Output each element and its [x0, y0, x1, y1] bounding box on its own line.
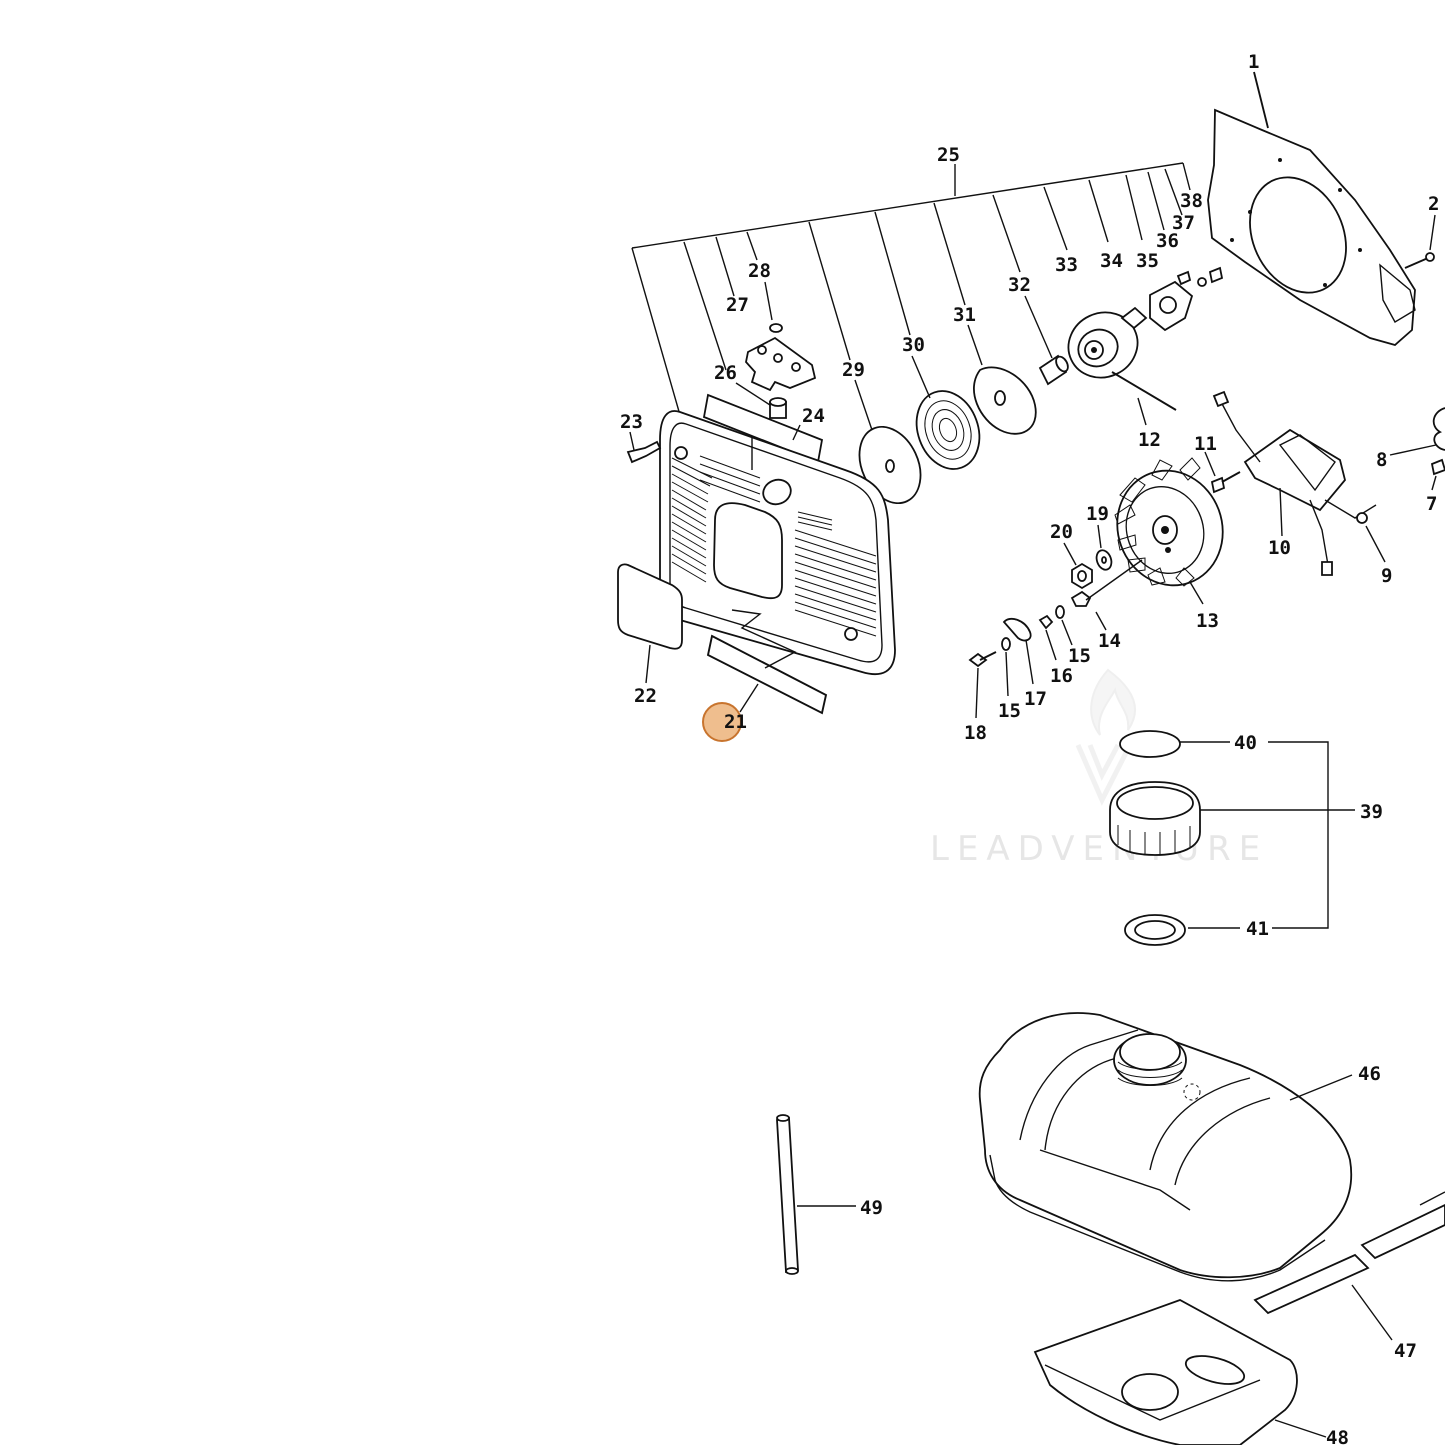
part-13-flywheel — [1114, 457, 1224, 605]
part-35-bracket — [1149, 280, 1194, 332]
fuel-cap-group-bracket — [1268, 741, 1329, 929]
label-10: 10 — [1268, 537, 1291, 559]
label-26: 26 — [714, 362, 737, 384]
part-2-screw — [1404, 214, 1436, 269]
label-46: 46 — [1358, 1063, 1381, 1085]
label-34: 34 — [1100, 250, 1123, 272]
label-31: 31 — [953, 304, 976, 326]
part-22-label-plate — [617, 563, 683, 684]
label-23: 23 — [620, 411, 643, 433]
label-7: 7 — [1426, 493, 1437, 515]
label-18: 18 — [964, 722, 987, 744]
label-39: 39 — [1360, 801, 1383, 823]
label-47: 47 — [1394, 1340, 1417, 1362]
label-32: 32 — [1008, 274, 1031, 296]
part-31-plate — [967, 324, 1037, 435]
label-40: 40 — [1234, 732, 1257, 754]
label-48: 48 — [1326, 1427, 1349, 1445]
watermark-logo — [1075, 668, 1137, 806]
part-25-bracket — [631, 162, 1191, 416]
label-21: 21 — [724, 711, 747, 733]
watermark-text: LEADVENTURE — [930, 829, 1268, 869]
label-12: 12 — [1138, 429, 1161, 451]
label-14: 14 — [1098, 630, 1121, 652]
label-28: 28 — [748, 260, 771, 282]
label-49: 49 — [860, 1197, 883, 1219]
part-32-collar — [1024, 295, 1069, 386]
part-46-fuel-tank — [978, 1012, 1353, 1282]
label-1: 1 — [1248, 51, 1259, 73]
part-15-washer — [1001, 605, 1073, 697]
label-27: 27 — [726, 294, 749, 316]
part-27-handle — [745, 336, 817, 392]
part-26-knob — [735, 382, 787, 419]
part-30-spring — [911, 355, 981, 470]
label-9: 9 — [1381, 565, 1392, 587]
label-2: 2 — [1428, 193, 1439, 215]
part-21-strip — [706, 609, 828, 715]
label-33: 33 — [1055, 254, 1078, 276]
part-49-fuel-hose — [776, 1114, 856, 1275]
part-33-pulley — [1067, 311, 1177, 411]
label-36: 36 — [1156, 230, 1179, 252]
label-20: 20 — [1050, 521, 1073, 543]
label-13: 13 — [1196, 610, 1219, 632]
part-11-screw — [1204, 451, 1241, 494]
part-recoil-cover — [659, 410, 896, 676]
label-35: 35 — [1136, 250, 1159, 272]
part-18-bolt — [968, 651, 997, 719]
label-41: 41 — [1246, 918, 1269, 940]
label-15b: 15 — [998, 700, 1021, 722]
label-25: 25 — [937, 144, 960, 166]
label-24: 24 — [802, 405, 825, 427]
part-10-ignition-coil — [1212, 390, 1386, 576]
label-19: 19 — [1086, 503, 1109, 525]
part-20-nut — [1063, 542, 1093, 590]
label-15a: 15 — [1068, 645, 1091, 667]
part-37-38-screws — [1197, 266, 1224, 287]
part-39-fuel-cap — [1109, 781, 1355, 856]
part-40-gasket — [1119, 730, 1230, 758]
label-22: 22 — [634, 685, 657, 707]
part-28-washer — [764, 281, 783, 333]
part-23-screw — [626, 431, 662, 464]
part-17-pawl — [1002, 618, 1034, 685]
part-47-strap — [1253, 1191, 1445, 1341]
label-29: 29 — [842, 359, 865, 381]
label-38: 38 — [1180, 190, 1203, 212]
part-number-labels: 1 2 7 8 9 10 11 12 13 14 15 15 16 17 18 … — [620, 51, 1439, 1445]
label-30: 30 — [902, 334, 925, 356]
label-11: 11 — [1194, 433, 1217, 455]
part-7-screw — [1430, 458, 1445, 491]
highlight-marker[interactable] — [702, 702, 742, 742]
part-41-strainer-ring — [1124, 914, 1240, 946]
part-19-washer — [1095, 524, 1113, 571]
part-29-disc — [854, 379, 922, 505]
label-16: 16 — [1050, 665, 1073, 687]
label-17: 17 — [1024, 688, 1047, 710]
part-34-clip — [1120, 306, 1148, 330]
part-8-cover-edge — [1389, 407, 1445, 456]
label-8: 8 — [1376, 449, 1387, 471]
part-1-housing-plate — [1207, 71, 1416, 346]
part-14-key — [1070, 559, 1143, 631]
label-37: 37 — [1172, 212, 1195, 234]
part-12-leader — [1137, 397, 1147, 426]
part-36-screw — [1176, 270, 1192, 286]
part-48-tank-tray — [1033, 1299, 1327, 1445]
part-16-nut — [1038, 614, 1057, 661]
